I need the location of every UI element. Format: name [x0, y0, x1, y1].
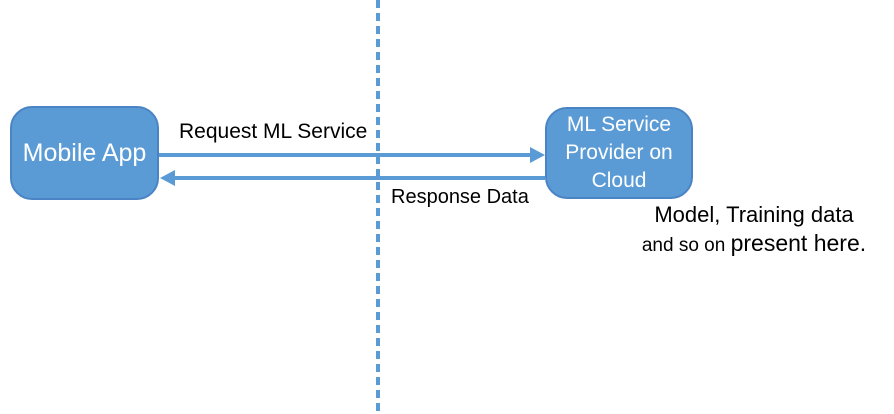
request-arrow-label: Request ML Service: [179, 120, 368, 143]
vertical-dashed-divider: [376, 0, 380, 414]
mobile-app-label: Mobile App: [22, 138, 147, 167]
cloud-note-line1: Model, Training data: [654, 202, 854, 227]
ml-service-provider-box: ML Service Provider on Cloud: [545, 107, 693, 199]
cloud-note-line2: and so on present here.: [616, 229, 892, 261]
cloud-note-line2-large: present here.: [730, 230, 867, 256]
ml-service-provider-label: ML Service Provider on Cloud: [565, 113, 673, 192]
cloud-note-line2-small: and so on: [641, 235, 731, 256]
mobile-app-box: Mobile App: [10, 106, 159, 200]
response-arrow: [160, 170, 545, 186]
response-arrow-label: Response Data: [391, 186, 529, 208]
request-arrow: [159, 147, 545, 163]
cloud-note: Model, Training data and so on present h…: [616, 201, 892, 261]
